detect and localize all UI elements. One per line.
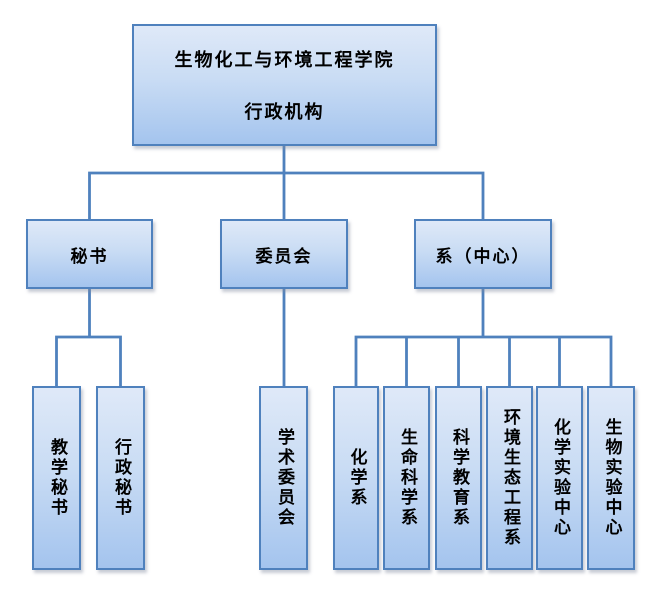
leaf-node-chemistry-dept: 化学系: [333, 386, 379, 570]
connector-level1: [88, 171, 485, 219]
leaf-node-chem-lab-center: 化学实验中心: [536, 386, 583, 570]
leaf-label-academic-committee: 学术委员会: [274, 428, 294, 528]
root-node-title-line2: 行政机构: [244, 102, 325, 123]
branch-label-departments: 系（中心）: [435, 246, 531, 267]
branch-node-secretary: 秘书: [26, 219, 153, 289]
branch-label-secretary: 秘书: [70, 246, 109, 267]
leaf-label-chemistry-dept: 化学系: [346, 448, 367, 508]
branch-label-committee: 委员会: [255, 246, 313, 267]
leaf-node-env-eco-eng-dept: 环境生态工程系: [486, 386, 533, 570]
leaf-label-env-eco-eng-dept: 环境生态工程系: [500, 408, 520, 548]
leaf-label-bio-lab-center: 生物实验中心: [601, 418, 622, 538]
branch-node-committee: 委员会: [220, 219, 348, 289]
leaf-label-chem-lab-center: 化学实验中心: [550, 418, 570, 538]
connector-departments-children: [354, 335, 613, 386]
leaf-node-science-edu-dept: 科学教育系: [435, 386, 482, 570]
leaf-label-admin-secretary: 行政秘书: [111, 438, 131, 518]
leaf-label-life-science-dept: 生命科学系: [397, 428, 417, 528]
root-node-title-line1: 生物化工与环境工程学院: [174, 50, 395, 71]
leaf-node-admin-secretary: 行政秘书: [96, 386, 145, 570]
branch-node-departments: 系（中心）: [414, 219, 552, 289]
leaf-label-science-edu-dept: 科学教育系: [449, 428, 469, 528]
leaf-node-teaching-secretary: 教学秘书: [32, 386, 81, 570]
leaf-node-academic-committee: 学术委员会: [259, 386, 308, 570]
root-node: 生物化工与环境工程学院 行政机构: [132, 24, 437, 146]
leaf-label-teaching-secretary: 教学秘书: [47, 438, 67, 518]
connector-secretary-children: [55, 335, 122, 386]
leaf-node-bio-lab-center: 生物实验中心: [587, 386, 635, 570]
leaf-node-life-science-dept: 生命科学系: [383, 386, 430, 570]
